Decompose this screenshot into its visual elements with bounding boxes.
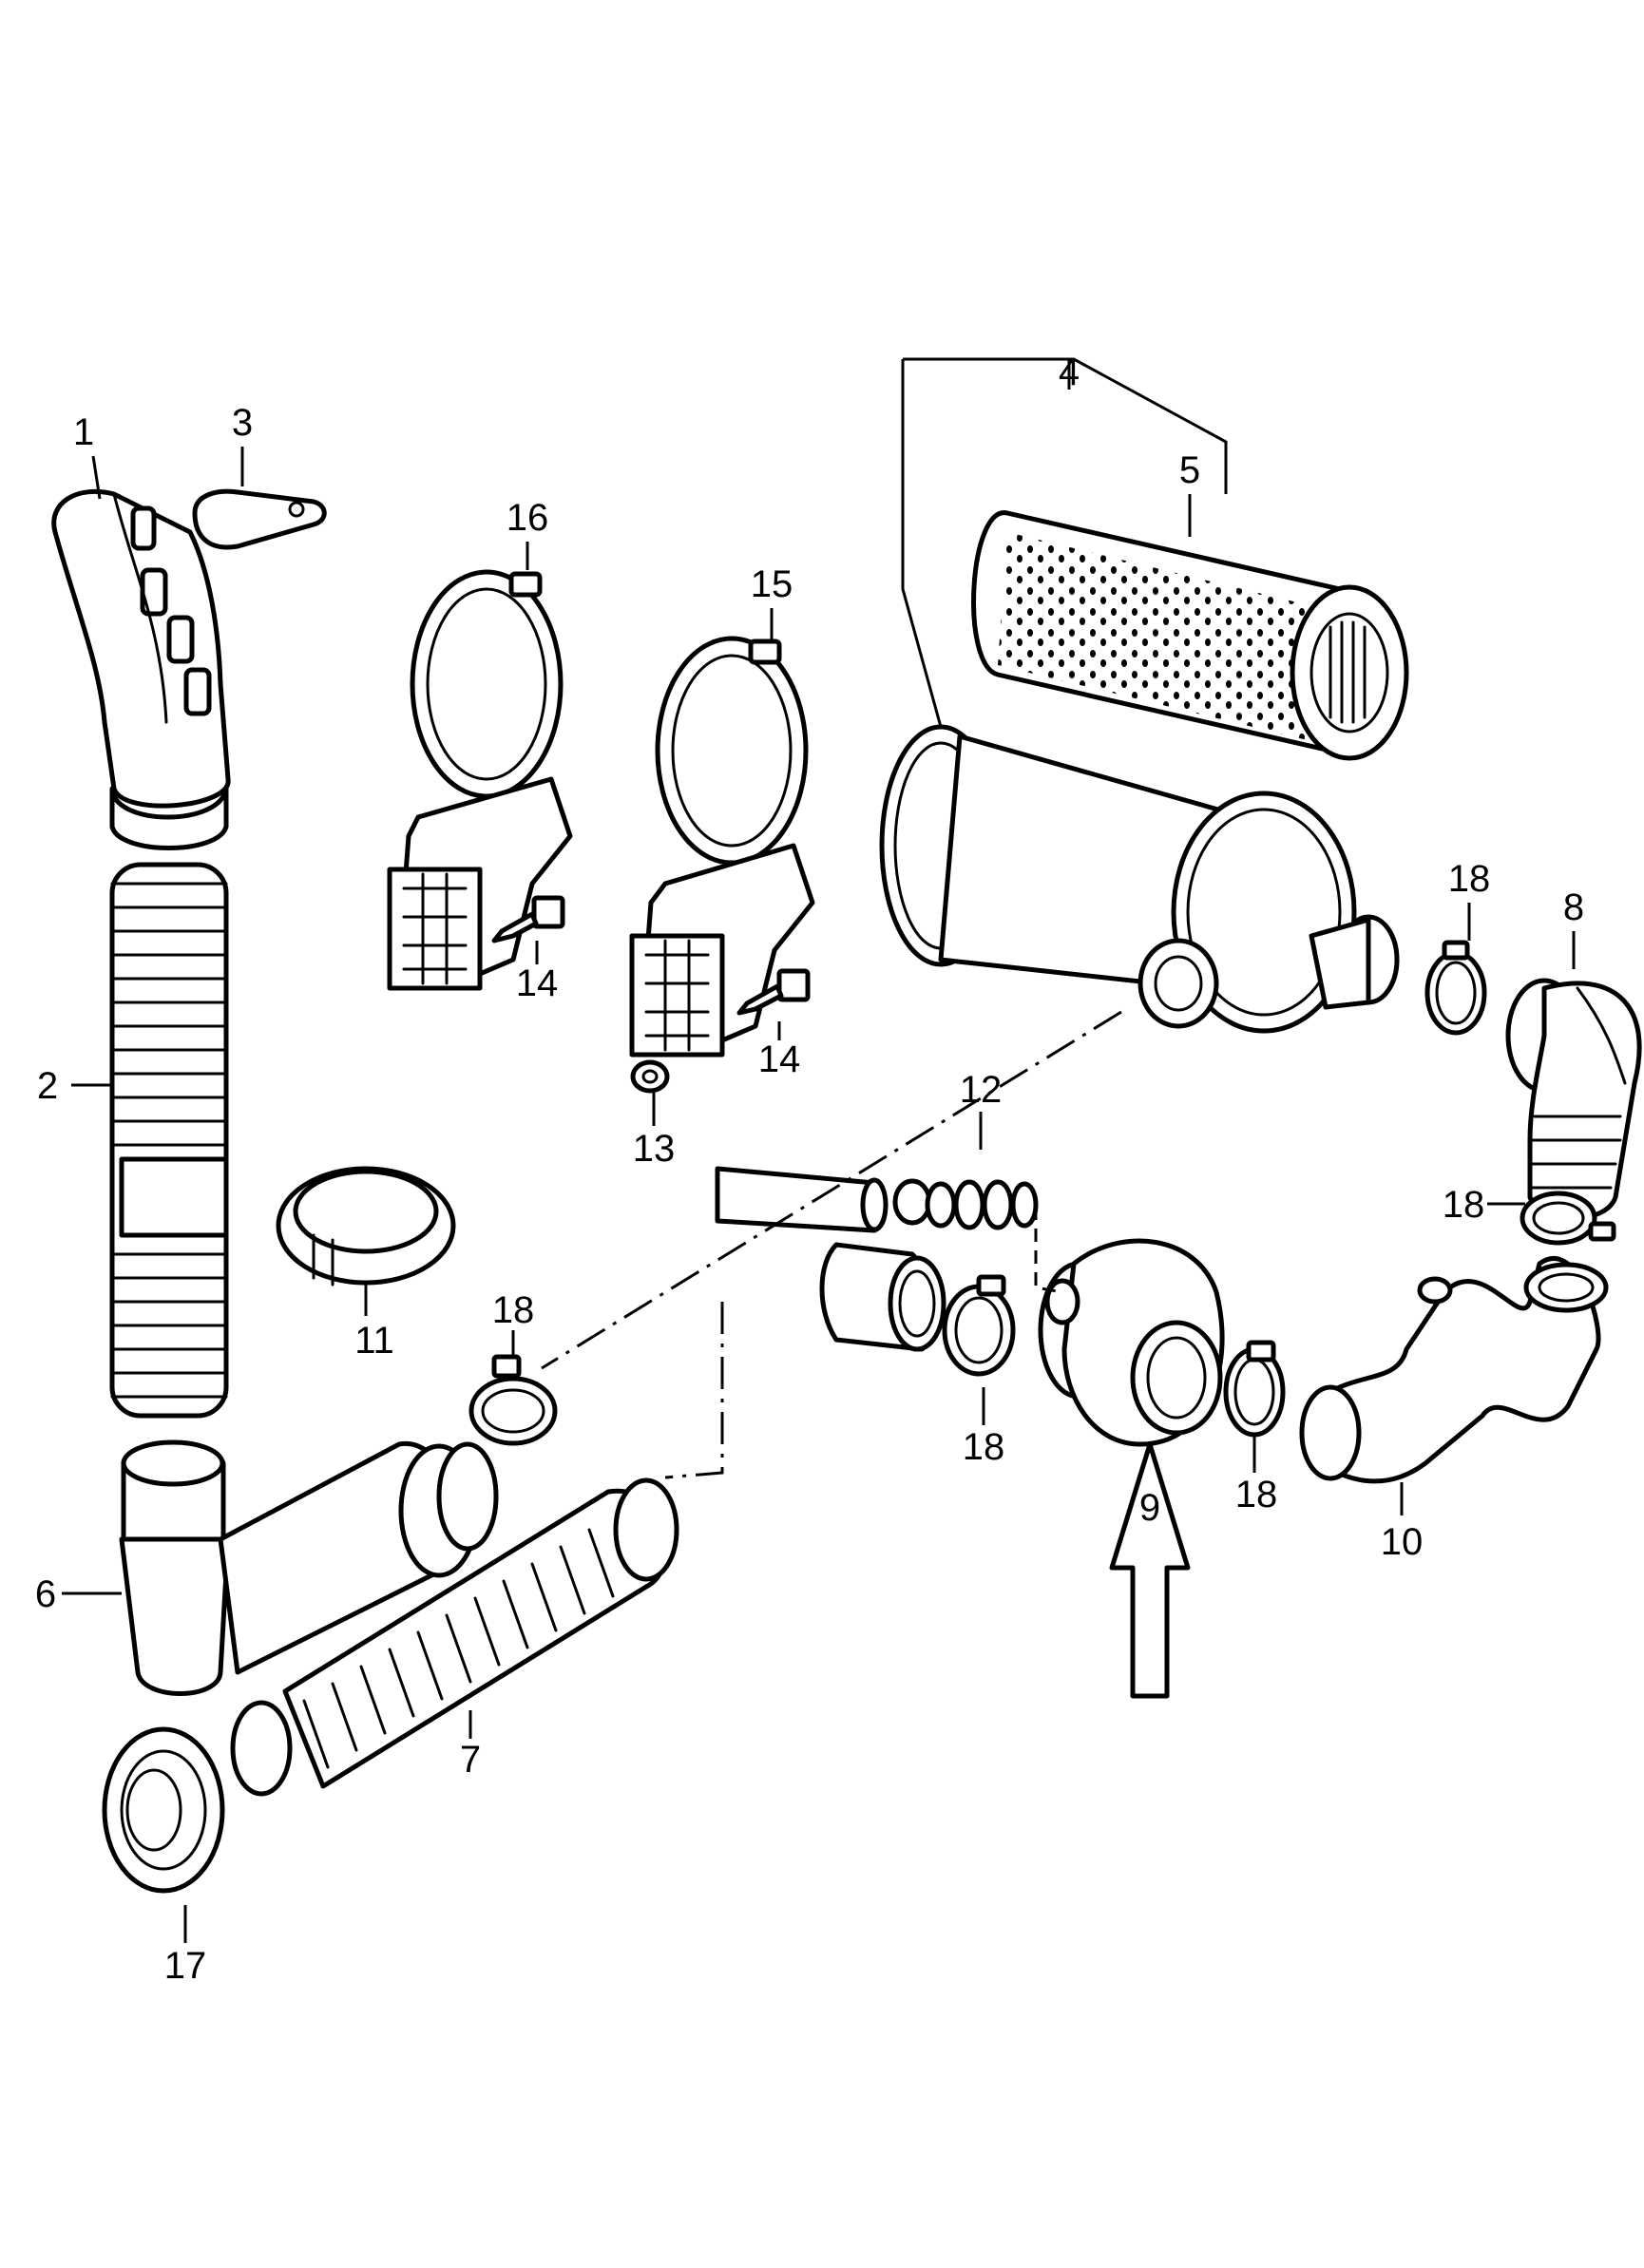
part-5-filter-element bbox=[971, 510, 1409, 761]
callout-13: 13 bbox=[633, 1128, 676, 1170]
part-1-intake-elbow bbox=[51, 488, 231, 850]
part-8-bellows-elbow bbox=[1505, 978, 1642, 1221]
part-3-clip bbox=[192, 488, 327, 550]
part-4-filter-housing bbox=[879, 724, 1400, 1034]
callout-14-b: 14 bbox=[758, 1039, 801, 1080]
callout-6: 6 bbox=[35, 1573, 56, 1615]
part-7-bellows-hose bbox=[230, 1477, 679, 1797]
callout-18-d: 18 bbox=[1235, 1474, 1278, 1515]
intake-stub bbox=[819, 1242, 946, 1352]
part-15-holder-clamp bbox=[629, 636, 815, 1058]
part-11-strap-ring bbox=[276, 1166, 456, 1286]
part-6-lower-elbow bbox=[119, 1439, 499, 1696]
callout-8: 8 bbox=[1563, 886, 1584, 928]
callout-5: 5 bbox=[1179, 449, 1200, 491]
callout-9: 9 bbox=[1139, 1487, 1160, 1529]
callout-3: 3 bbox=[232, 402, 253, 444]
part-18-hose-clamp-b bbox=[1520, 1191, 1616, 1246]
up-arrow-outline-icon bbox=[1109, 1441, 1191, 1699]
callout-18-e: 18 bbox=[492, 1289, 535, 1331]
part-18-hose-clamp-a bbox=[1424, 940, 1487, 1036]
callout-7: 7 bbox=[460, 1739, 481, 1781]
part-18-hose-clamp-e bbox=[468, 1354, 558, 1446]
leader-lines bbox=[62, 359, 1576, 1943]
callout-18-c: 18 bbox=[963, 1426, 1005, 1468]
callout-18-a: 18 bbox=[1448, 858, 1491, 900]
assembly-lines bbox=[541, 357, 1228, 1479]
callout-10: 10 bbox=[1381, 1521, 1424, 1563]
callout-16: 16 bbox=[507, 497, 549, 539]
part-16-holder-clamp bbox=[387, 569, 573, 991]
part-9-volute-housing bbox=[1038, 1238, 1225, 1447]
callout-1: 1 bbox=[73, 411, 94, 453]
callout-18-b: 18 bbox=[1443, 1184, 1485, 1226]
part-14-bolt-b bbox=[736, 968, 811, 1016]
callout-17: 17 bbox=[164, 1945, 207, 1987]
callout-4: 4 bbox=[1059, 352, 1080, 393]
callout-2: 2 bbox=[37, 1065, 58, 1107]
part-13-washer bbox=[630, 1059, 670, 1094]
callout-15: 15 bbox=[751, 563, 793, 605]
part-2-corrugated-hose bbox=[109, 862, 229, 1419]
part-18-hose-clamp-d bbox=[1223, 1340, 1286, 1438]
part-10-s-hose bbox=[1299, 1256, 1609, 1484]
callout-14-a: 14 bbox=[516, 962, 559, 1004]
part-18-hose-clamp-c bbox=[942, 1274, 1016, 1377]
part-12-connector bbox=[715, 1166, 1039, 1233]
part-14-bolt-a bbox=[491, 895, 565, 943]
callout-12: 12 bbox=[960, 1069, 1003, 1111]
callout-labels: 1 3 16 15 4 5 18 8 14 2 14 13 12 18 11 1… bbox=[35, 352, 1584, 1987]
callout-11: 11 bbox=[354, 1320, 394, 1362]
part-17-grommet bbox=[102, 1726, 225, 1894]
